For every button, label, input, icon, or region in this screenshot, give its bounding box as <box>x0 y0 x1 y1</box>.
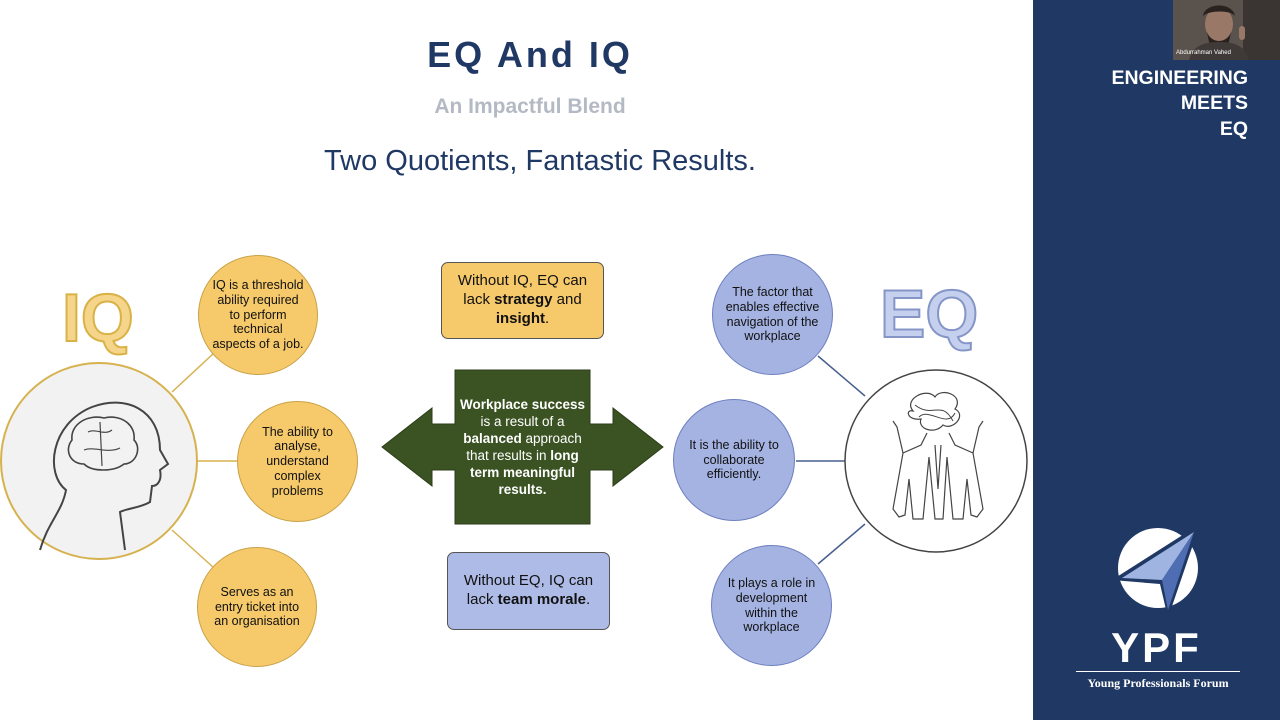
slide: EQ And IQ An Impactful Blend Two Quotien… <box>0 34 1028 667</box>
eq-point-development: It plays a role in development within th… <box>711 545 832 666</box>
connector-lines <box>171 352 866 569</box>
ypf-logo-text: YPF <box>1111 624 1202 671</box>
iq-heading: IQ <box>61 280 135 356</box>
iq-point-threshold: IQ is a threshold ability required to pe… <box>198 255 318 375</box>
iq-point-analyse: The ability to analyse, understand compl… <box>237 401 358 522</box>
slide-tagline: Two Quotients, Fantastic Results. <box>324 145 756 177</box>
balance-double-arrow <box>381 369 664 525</box>
iq-point-entry: Serves as an entry ticket into an organi… <box>197 547 317 667</box>
eq-heading: EQ <box>879 276 979 352</box>
without-iq-box: Without IQ, EQ can lack strategy and ins… <box>441 262 604 339</box>
ypf-plane-logo-icon <box>1112 524 1200 618</box>
participant-name: Abdurrahman Vahed <box>1176 50 1231 56</box>
eq-person-illustration <box>844 369 1028 553</box>
eq-point-collaborate: It is the ability to collaborate efficie… <box>673 399 795 521</box>
eq-point-navigation: The factor that enables effective naviga… <box>712 254 833 375</box>
engineering-meets-eq: ENGINEERING MEETS EQ <box>1111 67 1248 140</box>
workplace-success-text: Workplace success is a result of a balan… <box>459 397 586 497</box>
ypf-logo-subtitle: Young Professionals Forum <box>1076 671 1240 691</box>
participant-avatar <box>1173 0 1280 60</box>
slide-subtitle: An Impactful Blend <box>434 95 626 118</box>
without-eq-box: Without EQ, IQ can lack team morale. <box>447 552 610 630</box>
slide-title: EQ And IQ <box>427 34 633 75</box>
participant-video[interactable] <box>1173 0 1280 60</box>
iq-head-illustration <box>0 362 198 560</box>
